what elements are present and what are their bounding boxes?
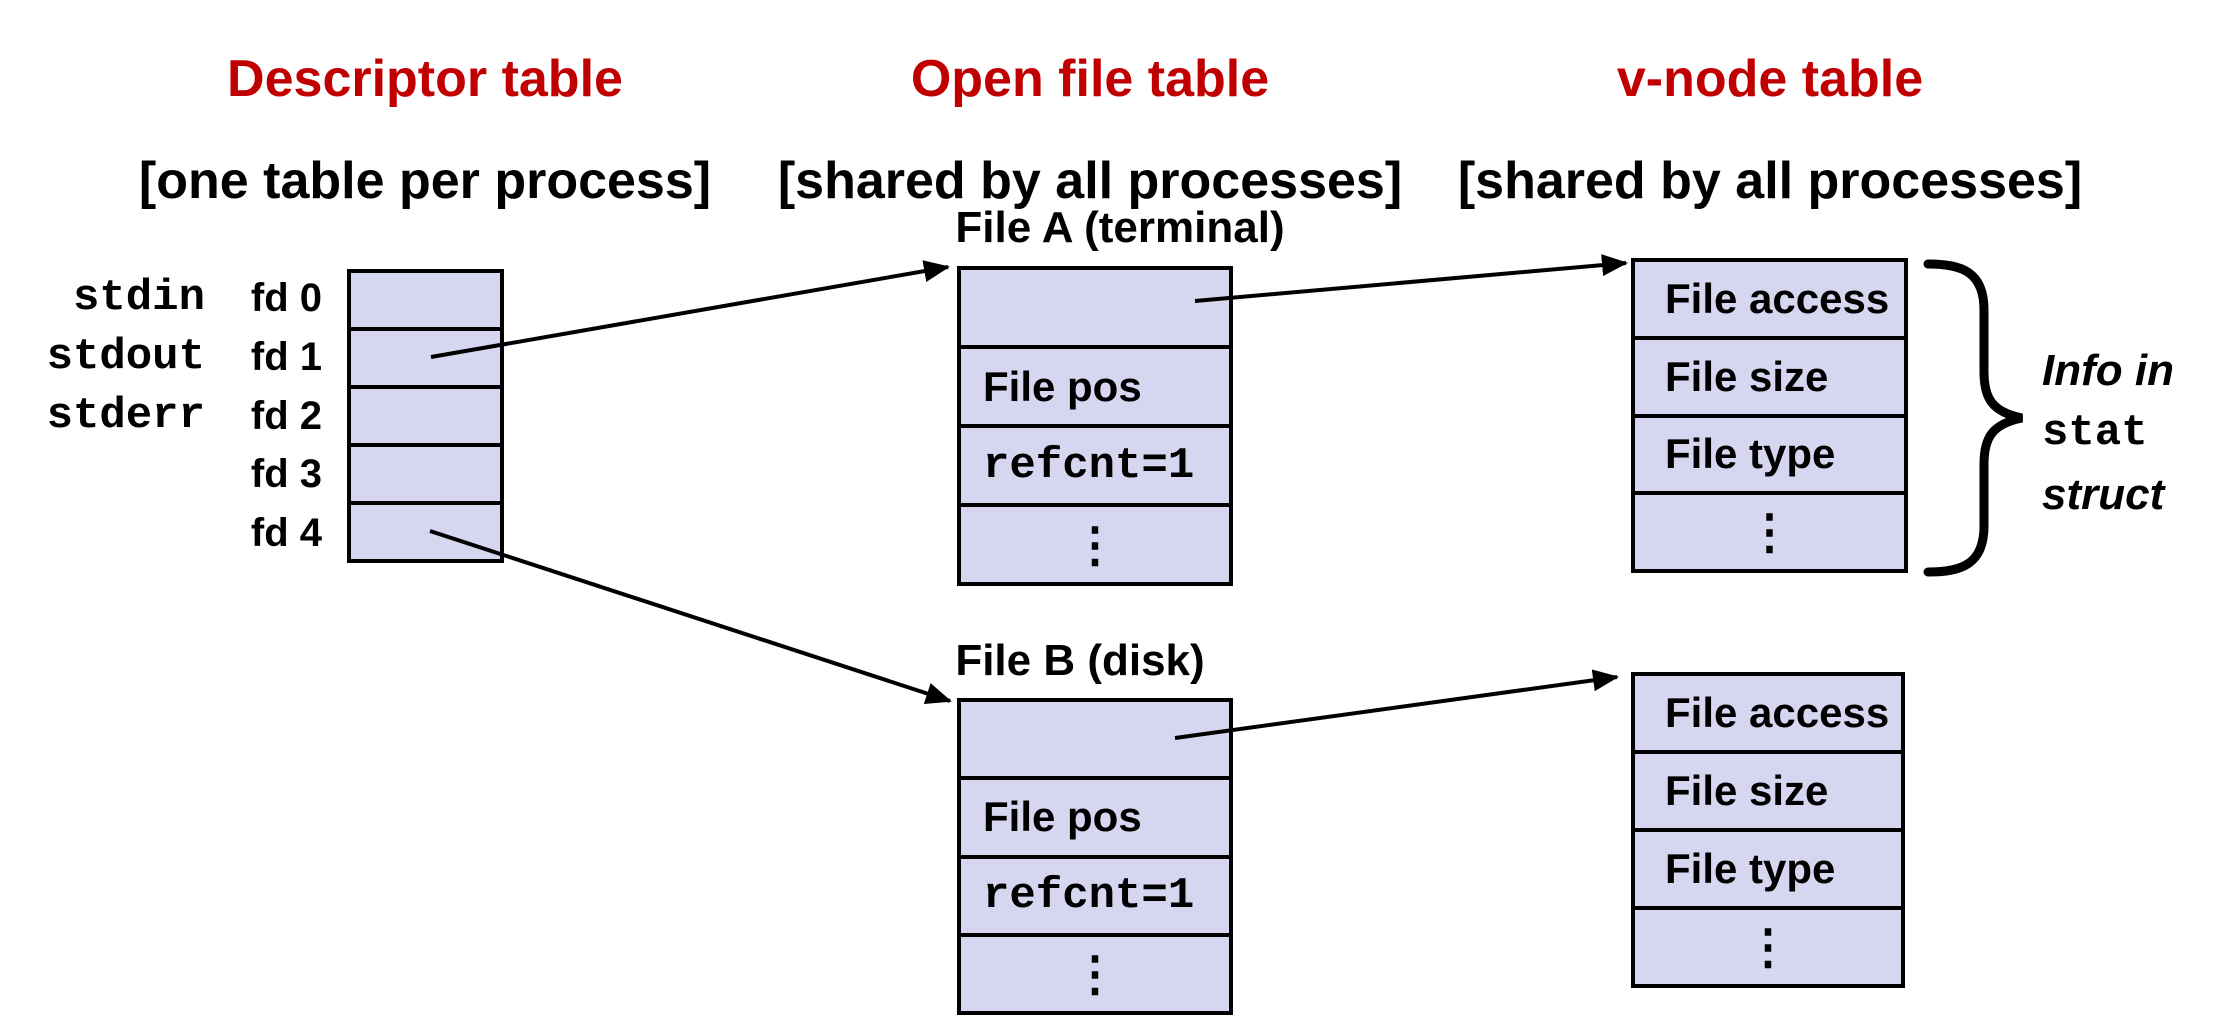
fd0-label: fd 0 bbox=[250, 276, 322, 320]
vnode-table-subtitle: [shared by all processes] bbox=[1457, 152, 2083, 210]
open-file-table-file-a: File pos refcnt=1 ⋮ bbox=[957, 266, 1233, 586]
descriptor-table-subtitle: [one table per process] bbox=[138, 152, 712, 210]
arrow-file-b-to-vnode-b bbox=[1174, 669, 1619, 740]
file-b-refcnt-cell: refcnt=1 bbox=[961, 854, 1229, 933]
descriptor-cell-fd2 bbox=[351, 385, 500, 443]
stderr-label: stderr bbox=[46, 390, 205, 441]
file-a-vnode-ptr-cell bbox=[961, 270, 1229, 345]
open-file-table-subtitle: [shared by all processes] bbox=[777, 152, 1403, 210]
fd4-label: fd 4 bbox=[250, 511, 322, 556]
file-b-title: File B (disk) bbox=[955, 636, 1205, 685]
fd1-label: fd 1 bbox=[250, 334, 322, 379]
column-header-vnode-table: v-node table [shared by all processes] bbox=[1420, 28, 2120, 232]
stdin-label: stdin bbox=[72, 273, 205, 323]
stat-note-line3: struct bbox=[2042, 470, 2165, 519]
vnode-table-file-b: File access File size File type ⋮ bbox=[1631, 672, 1905, 988]
file-a-refcnt-cell: refcnt=1 bbox=[961, 424, 1229, 503]
file-a-title: File A (terminal) bbox=[955, 203, 1285, 252]
stat-struct-brace bbox=[1923, 259, 2024, 577]
descriptor-cell-fd1 bbox=[351, 327, 500, 385]
arrow-fd1-to-file-a bbox=[430, 260, 950, 359]
stdout-label: stdout bbox=[46, 331, 205, 382]
descriptor-table-title: Descriptor table bbox=[227, 50, 623, 108]
vnode-a-file-type-cell: File type bbox=[1635, 413, 1904, 492]
fd-labels: fd 0 fd 1 fd 2 fd 3 fd 4 bbox=[220, 269, 322, 563]
open-file-table-title: Open file table bbox=[910, 50, 1270, 108]
file-b-vnode-ptr-cell bbox=[961, 702, 1229, 776]
descriptor-table bbox=[347, 269, 504, 563]
fd2-label: fd 2 bbox=[250, 393, 322, 438]
stat-struct-note: Info in stat struct bbox=[2042, 340, 2174, 526]
std-stream-labels: stdin stdout stderr bbox=[30, 269, 205, 445]
vnode-b-file-size-cell: File size bbox=[1635, 750, 1901, 828]
stat-note-line2: stat bbox=[2042, 408, 2148, 458]
file-b-ellipsis-cell: ⋮ bbox=[961, 932, 1229, 1011]
stat-note-line1: Info in bbox=[2042, 346, 2174, 395]
vnode-table-title: v-node table bbox=[1616, 50, 1924, 108]
open-file-table-file-b: File pos refcnt=1 ⋮ bbox=[957, 698, 1233, 1015]
vnode-b-file-type-cell: File type bbox=[1635, 828, 1901, 906]
file-a-file-pos-cell: File pos bbox=[961, 345, 1229, 424]
descriptor-cell-fd4 bbox=[351, 501, 500, 559]
arrow-file-a-to-vnode-a bbox=[1194, 254, 1628, 303]
column-header-open-file-table: Open file table [shared by all processes… bbox=[740, 28, 1440, 232]
fd3-label: fd 3 bbox=[250, 452, 322, 497]
descriptor-cell-fd3 bbox=[351, 443, 500, 501]
vnode-a-ellipsis-cell: ⋮ bbox=[1635, 491, 1904, 569]
vnode-a-file-access-cell: File access bbox=[1665, 274, 1890, 322]
file-b-file-pos-cell: File pos bbox=[961, 776, 1229, 854]
descriptor-cell-fd0 bbox=[351, 273, 500, 327]
column-header-descriptor-table: Descriptor table [one table per process] bbox=[75, 28, 775, 232]
vnode-table-file-a: File access File size File type ⋮ bbox=[1631, 258, 1908, 573]
vnode-b-file-access-cell: File access bbox=[1665, 689, 1890, 736]
file-a-ellipsis-cell: ⋮ bbox=[961, 503, 1229, 582]
vnode-b-ellipsis-cell: ⋮ bbox=[1635, 906, 1901, 984]
vnode-a-file-size-cell: File size bbox=[1635, 335, 1904, 414]
